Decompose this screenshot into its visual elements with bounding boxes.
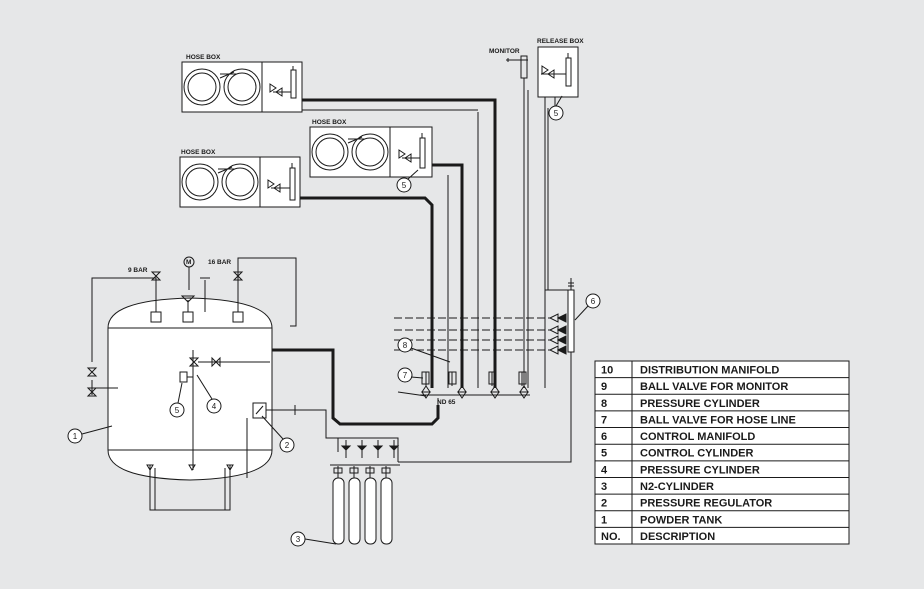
nd65-label: ND 65 — [437, 399, 456, 406]
distribution-manifold — [420, 371, 530, 405]
release-box — [537, 46, 579, 98]
pressure-16bar-label: 16 BAR — [208, 259, 231, 266]
release-box-label: RELEASE BOX — [537, 38, 584, 45]
legend-table: 10 DISTRIBUTION MANIFOLD 9 BALL VALVE FOR M… — [594, 360, 850, 545]
callout-4: 4 — [212, 402, 217, 411]
callout-markers — [67, 95, 601, 547]
legend-row-description: PRESSURE CYLINDER — [640, 464, 760, 476]
hose-box-2-label: HOSE BOX — [312, 119, 347, 126]
hose-box-1-label: HOSE BOX — [186, 54, 221, 61]
callout-1: 1 — [73, 432, 78, 441]
main-pipework — [193, 98, 497, 426]
legend-row-description: N2-CYLINDER — [640, 481, 714, 493]
legend-row-description: PRESSURE REGULATOR — [640, 498, 772, 510]
legend-row-no: 1 — [601, 514, 607, 526]
legend-row-description: BALL VALVE FOR MONITOR — [640, 381, 788, 393]
legend-row-no: 2 — [601, 498, 607, 510]
callout-5-release: 5 — [554, 109, 559, 118]
legend-row-no: 8 — [601, 398, 607, 410]
legend-row-no: 10 — [601, 365, 613, 377]
hose-box-2 — [309, 126, 433, 178]
hose-box-3-label: HOSE BOX — [181, 149, 216, 156]
callout-7: 7 — [403, 371, 408, 380]
callout-3: 3 — [296, 535, 301, 544]
callout-8: 8 — [403, 341, 408, 350]
legend-row-no: 4 — [601, 464, 608, 476]
legend-row-description: PRESSURE CYLINDER — [640, 398, 760, 410]
legend-row-description: BALL VALVE FOR HOSE LINE — [640, 414, 796, 426]
legend-header-no: NO. — [601, 531, 621, 543]
pressure-9bar-label: 9 BAR — [128, 267, 148, 274]
hose-box-1 — [181, 61, 312, 113]
legend-row-no: 9 — [601, 381, 607, 393]
monitor-nozzle — [506, 55, 528, 90]
pipe-risers — [302, 90, 556, 388]
callout-5-tank: 5 — [175, 406, 180, 415]
legend-row-no: 7 — [601, 414, 607, 426]
legend-header-description: DESCRIPTION — [640, 531, 715, 543]
hose-box-3 — [179, 156, 301, 208]
legend-row-no: 3 — [601, 481, 607, 493]
legend-row-no: 5 — [601, 448, 607, 460]
legend-row-description: CONTROL MANIFOLD — [640, 431, 755, 443]
monitor-label: MONITOR — [489, 48, 520, 55]
legend-row-description: POWDER TANK — [640, 514, 722, 526]
callout-6: 6 — [591, 297, 596, 306]
powder-tank — [86, 256, 399, 511]
callout-2: 2 — [285, 441, 290, 450]
control-manifold — [394, 108, 575, 463]
legend-row-description: CONTROL CYLINDER — [640, 448, 754, 460]
legend-row-description: DISTRIBUTION MANIFOLD — [640, 365, 779, 377]
callout-5-hosebox: 5 — [402, 181, 407, 190]
n2-cylinder-rack — [330, 438, 400, 545]
legend-row-no: 6 — [601, 431, 607, 443]
motor-symbol-label: M — [186, 259, 191, 266]
